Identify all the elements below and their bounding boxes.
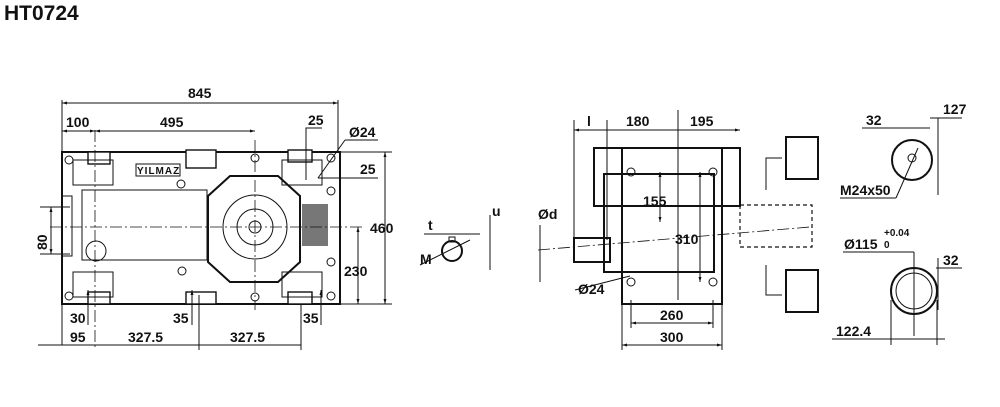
dim-100: 100 xyxy=(66,114,90,130)
dim-32-bottom: 32 xyxy=(943,252,959,268)
drawing-title: HT0724 xyxy=(4,2,79,25)
hatched-region xyxy=(302,204,328,246)
dim-u: u xyxy=(492,203,501,219)
brand-label: YILMAZ xyxy=(137,166,180,177)
dim-80: 80 xyxy=(34,234,50,250)
bore-115: Ø115 xyxy=(844,236,878,252)
input-shaft-detail: t u M xyxy=(419,203,501,270)
tolerance-lower: 0 xyxy=(884,240,890,251)
dim-845: 845 xyxy=(188,85,212,101)
dim-327-5-b: 327.5 xyxy=(230,329,265,345)
dim-30: 30 xyxy=(70,310,86,326)
housing-outline xyxy=(61,151,341,305)
dim-122-4: 122.4 xyxy=(836,323,871,339)
dim-460: 460 xyxy=(370,220,394,236)
dim-300: 300 xyxy=(660,329,684,345)
dim-95: 95 xyxy=(70,329,86,345)
dim-127: 127 xyxy=(943,101,967,117)
dim-230: 230 xyxy=(344,263,368,279)
front-view: YILMAZ 845 100 495 25 Ø24 25 460 230 80 … xyxy=(34,85,394,350)
dim-25-right: 25 xyxy=(360,161,376,177)
dim-32-top: 32 xyxy=(866,112,882,128)
dim-310: 310 xyxy=(675,231,699,247)
tolerance-upper: +0.04 xyxy=(884,228,910,239)
dim-hole-24: Ø24 xyxy=(349,124,376,140)
dim-180: 180 xyxy=(626,113,650,129)
dim-327-5-a: 327.5 xyxy=(128,329,163,345)
dim-t: t xyxy=(428,217,433,233)
dim-495: 495 xyxy=(160,114,184,130)
side-view: l 180 195 Ød 155 310 Ø24 260 300 xyxy=(537,110,819,350)
dim-m: M xyxy=(420,251,432,267)
gear-housing xyxy=(207,175,301,283)
output-shaft-dashed xyxy=(739,204,813,248)
dim-35-right: 35 xyxy=(303,310,319,326)
dim-195: 195 xyxy=(690,113,714,129)
dim-155: 155 xyxy=(643,193,667,209)
input-shaft xyxy=(573,237,611,263)
output-details: 127 32 M24x50 Ø115 +0.04 0 32 122.4 xyxy=(832,101,967,345)
dim-35-mid: 35 xyxy=(173,310,189,326)
dim-shaft-dia: Ød xyxy=(538,206,557,222)
thread-m24x50: M24x50 xyxy=(840,182,891,198)
dim-260: 260 xyxy=(660,307,684,323)
dim-l: l xyxy=(587,113,591,129)
dim-25-top: 25 xyxy=(308,112,324,128)
dim-side-hole-24: Ø24 xyxy=(578,281,605,297)
